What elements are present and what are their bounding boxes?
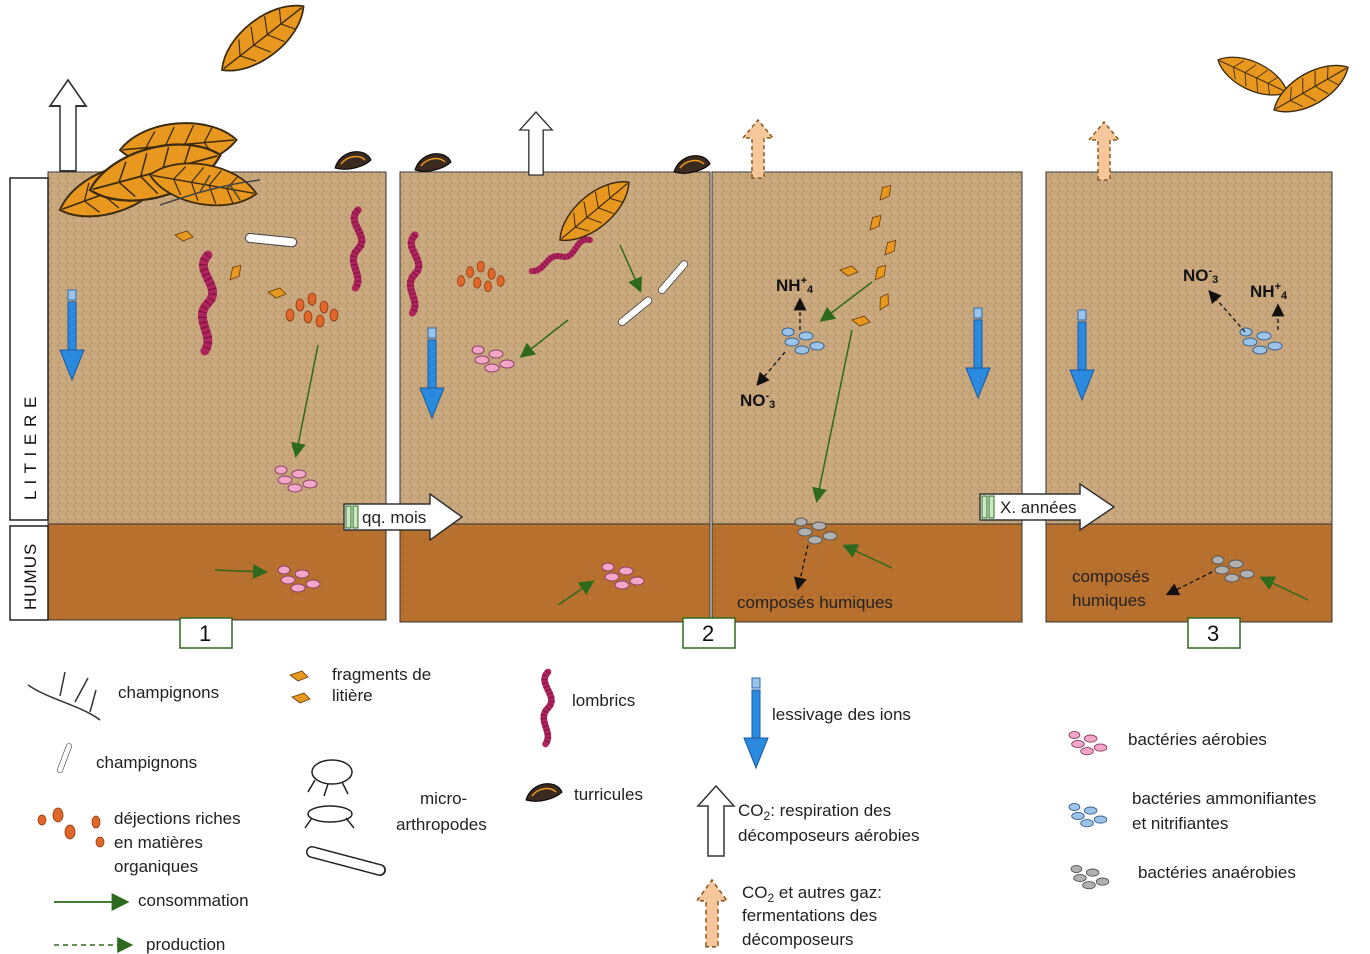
legend-microarthropods-2: arthropodes bbox=[396, 815, 487, 834]
legend-fungi-mycelium: champignons bbox=[118, 683, 219, 702]
humic-compounds-p3-line2: humiques bbox=[1072, 591, 1146, 610]
legend-droppings-2: en matières bbox=[114, 833, 203, 852]
time-arrow-months-label: qq. mois bbox=[362, 508, 426, 527]
co2-ferm-icon bbox=[697, 880, 727, 947]
co2-ferm-arrow-p3 bbox=[1089, 122, 1119, 180]
legend: champignons champignons déjections riche… bbox=[28, 665, 1316, 954]
co2-resp-icon bbox=[698, 786, 734, 856]
legend-ammonifying-2: et nitrifiantes bbox=[1132, 814, 1228, 833]
co2-ferm-arrow-p2 bbox=[743, 120, 773, 178]
legend-droppings-3: organiques bbox=[114, 857, 198, 876]
humic-compounds-p3-line1: composés bbox=[1072, 567, 1149, 586]
fungi-larva-icon bbox=[54, 746, 76, 770]
legend-fungi-larva: champignons bbox=[96, 753, 197, 772]
cast-p2-b bbox=[674, 156, 710, 174]
aerobic-bacteria-icon bbox=[1069, 731, 1107, 754]
stage-2-number: 2 bbox=[702, 621, 714, 646]
cast-p2-a bbox=[415, 154, 451, 172]
earthworm-icon bbox=[544, 672, 552, 744]
panel-2a-litter bbox=[400, 172, 710, 524]
fragments-icon-b bbox=[292, 693, 310, 703]
litter-side-label: L I T I E R E bbox=[21, 396, 40, 500]
falling-leaf bbox=[210, 0, 315, 85]
humic-compounds-p2: composés humiques bbox=[737, 593, 893, 612]
legend-leaching: lessivage des ions bbox=[772, 705, 911, 724]
legend-co2-resp-2: décomposeurs aérobies bbox=[738, 826, 919, 845]
legend-casts: turricules bbox=[574, 785, 643, 804]
legend-co2-ferm-1: CO2 et autres gaz: bbox=[742, 883, 882, 905]
legend-fragments-1: fragments de bbox=[332, 665, 431, 684]
panel-2a-humus bbox=[400, 524, 710, 622]
microarthropod-icon bbox=[305, 760, 380, 870]
legend-co2-ferm-2: fermentations des bbox=[742, 906, 877, 925]
panel-1-litter bbox=[48, 172, 386, 524]
co2-resp-arrow-p1 bbox=[50, 80, 86, 171]
stage-1-number: 1 bbox=[199, 621, 211, 646]
stage-3-number: 3 bbox=[1207, 621, 1219, 646]
legend-co2-resp-1: CO2: respiration des bbox=[738, 801, 891, 823]
cast-icon bbox=[526, 784, 562, 802]
ammonifying-bacteria-icon bbox=[1069, 803, 1107, 826]
co2-resp-arrow-p2 bbox=[520, 112, 552, 175]
mycelium-icon bbox=[28, 672, 100, 720]
legend-production: production bbox=[146, 935, 225, 954]
fragments-icon-a bbox=[290, 671, 308, 681]
legend-consumption: consommation bbox=[138, 891, 249, 910]
time-arrow-years-label: X. années bbox=[1000, 498, 1077, 517]
droppings-icon bbox=[38, 808, 104, 847]
anaerobic-bacteria-icon bbox=[1071, 865, 1109, 888]
legend-fragments-2: litière bbox=[332, 686, 373, 705]
panel-1-humus bbox=[48, 524, 386, 620]
cast-p1 bbox=[335, 152, 371, 170]
legend-aerobic: bactéries aérobies bbox=[1128, 730, 1267, 749]
legend-ammonifying-1: bactéries ammonifiantes bbox=[1132, 789, 1316, 808]
humus-side-label: HUMUS bbox=[21, 543, 40, 610]
leaching-icon bbox=[744, 678, 768, 768]
panel-3-litter bbox=[1046, 172, 1332, 524]
legend-microarthropods-1: micro- bbox=[420, 789, 467, 808]
legend-droppings-1: déjections riches bbox=[114, 809, 241, 828]
legend-anaerobic: bactéries anaérobies bbox=[1138, 863, 1296, 882]
legend-earthworms: lombrics bbox=[572, 691, 635, 710]
legend-co2-ferm-3: décomposeurs bbox=[742, 930, 854, 949]
